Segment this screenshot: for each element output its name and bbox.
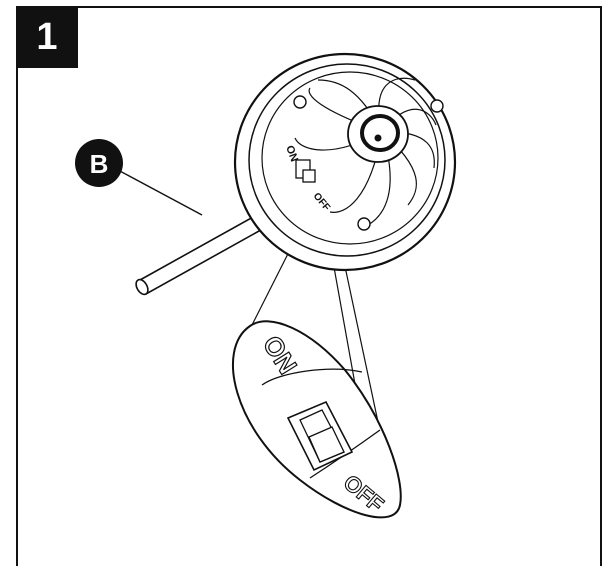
enlarged-switch-panel — [231, 320, 402, 519]
screw-bottom — [357, 217, 371, 231]
wheel-on-label: ON — [283, 144, 300, 164]
spindle-rod — [135, 210, 270, 296]
figure-frame — [16, 6, 602, 566]
callout-b: B — [75, 139, 203, 216]
screw-top-right — [430, 99, 444, 113]
vane-wheel — [233, 52, 457, 272]
callout-letter: B — [90, 149, 109, 179]
step-number-badge: 1 — [16, 6, 78, 68]
screw-top-left — [293, 95, 307, 109]
